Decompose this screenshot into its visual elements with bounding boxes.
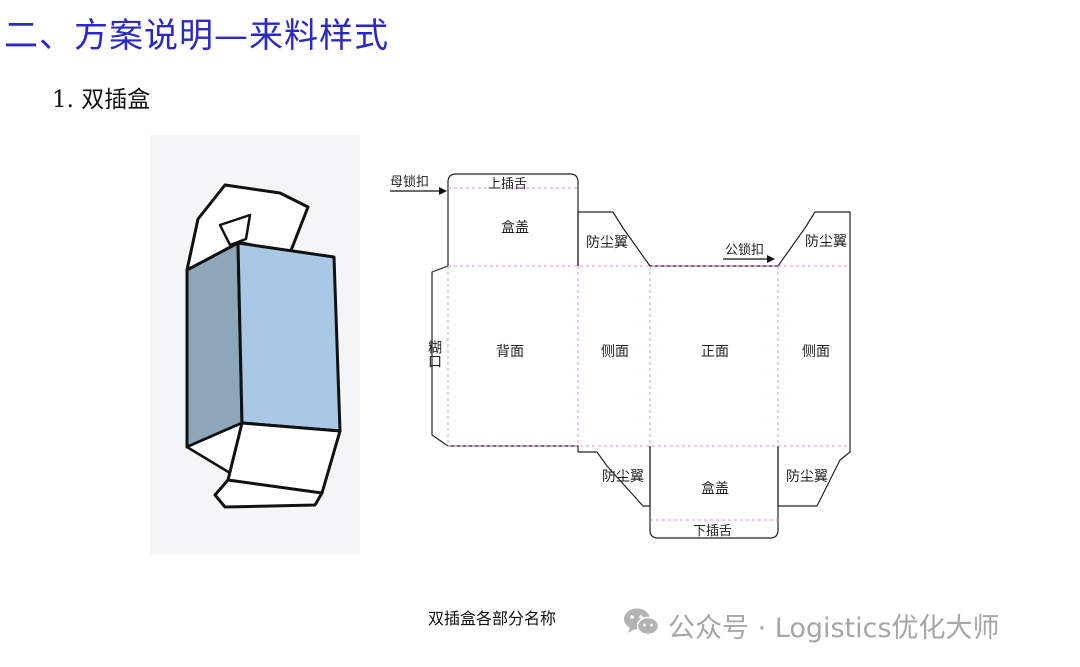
- bottom-lid-outline: [649, 446, 779, 539]
- top-lid-outline: [447, 173, 579, 266]
- label-mother-lock: 母锁扣: [390, 174, 429, 190]
- fold-lines: [447, 187, 850, 521]
- section-title: 二、方案说明—来料样式: [4, 16, 389, 56]
- label-dust-flap-bottom-right: 防尘翼: [786, 469, 828, 485]
- box-3d-illustration: [150, 135, 360, 555]
- label-bottom-tuck: 下插舌: [693, 524, 732, 539]
- label-dust-flap-bottom-left: 防尘翼: [602, 469, 644, 485]
- label-glue-flap: 糊口: [426, 340, 442, 368]
- top-dust-flap: [218, 213, 252, 247]
- top-left-dust-flap-outline: [577, 211, 651, 267]
- wechat-icon: [622, 606, 660, 645]
- bottom-tuck: [213, 478, 324, 509]
- label-top-tuck: 上插舌: [488, 177, 527, 192]
- bottom-left-dust-flap-outline: [448, 445, 651, 507]
- box-dieline-diagram: 母锁扣 上插舌 盒盖 防尘翼 公锁扣 防尘翼 糊口 背面 侧面 正面 侧面 防尘…: [390, 173, 851, 539]
- male-lock-arrowhead: [767, 255, 775, 263]
- watermark-text: 公众号 · Logistics优化大师: [668, 613, 1000, 644]
- label-dust-flap-top-right: 防尘翼: [805, 234, 847, 250]
- figure-caption: 双插盒各部分名称: [428, 609, 557, 628]
- label-dust-flap-top-left: 防尘翼: [586, 235, 628, 251]
- glue-flap-outline: [431, 265, 449, 447]
- box-front-face: [236, 241, 342, 433]
- label-lid-bottom: 盒盖: [701, 480, 729, 497]
- watermark: 公众号 · Logistics优化大师: [622, 606, 1000, 645]
- label-front: 正面: [701, 344, 729, 360]
- top-right-dust-flap-outline: [777, 211, 851, 267]
- box-side-face: [185, 241, 244, 449]
- label-male-lock: 公锁扣: [725, 242, 764, 258]
- bottom-right-dust-flap-outline: [777, 446, 851, 507]
- label-side-right: 侧面: [802, 344, 830, 360]
- label-lid-top: 盒盖: [501, 219, 529, 236]
- subsection-title: 1. 双插盒: [52, 87, 151, 113]
- mother-lock-arrowhead: [439, 187, 447, 195]
- label-back: 背面: [496, 344, 524, 360]
- label-side-left: 侧面: [601, 344, 629, 360]
